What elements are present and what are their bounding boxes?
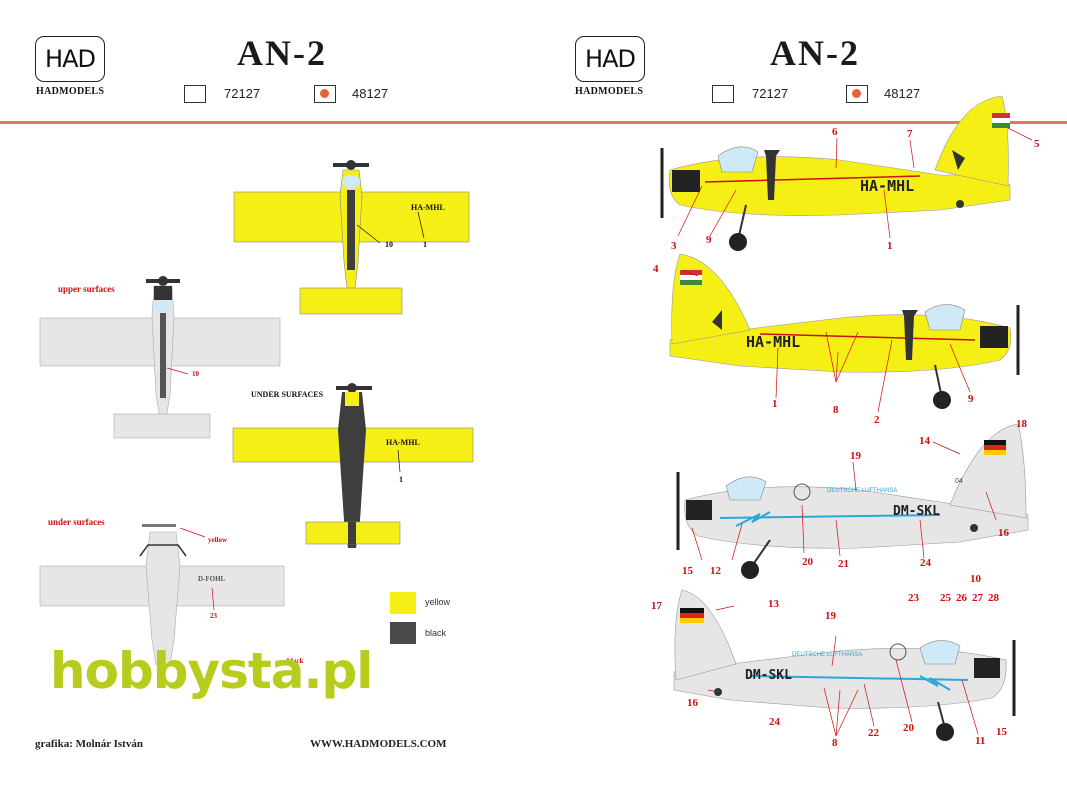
grey-1-reg: DM-SKL [893,504,940,519]
callout-19: 19 [850,450,861,462]
scale-72127-left: 72127 [224,86,261,101]
callout-11: 11 [975,735,986,747]
title-right: AN-2 [770,33,860,73]
yellow-under-reg: HA-MHL [386,438,420,447]
callout-1: 1 [423,240,427,249]
extra-callout-10: 10 [970,573,981,585]
extra-callout-27: 27 [972,592,983,604]
checkbox-72127-right[interactable] [712,85,734,103]
grey-side-view-2 [673,589,1016,741]
grey-1-small-reg: 04 [955,478,963,485]
callout-2: 2 [874,414,880,426]
grey-1-fuselage-text: DEUTSCHE LUFTHANSA [827,488,898,494]
grey-top-callout: 10 [192,370,199,378]
callout-18: 18 [1016,418,1027,430]
grey-top-view [39,276,281,439]
callout-16: 16 [687,697,698,709]
yellow-top-view [233,160,470,315]
grey-2-fuselage-text: DEUTSCHE LUFTHANSA [792,652,863,658]
callout-leaders [677,127,1033,737]
callout-24: 24 [769,716,780,728]
selected-dot-icon [852,89,861,98]
yellow-under-view [232,383,474,548]
callout-20: 20 [903,722,914,734]
logo-text: HAD [45,45,96,73]
callout-8: 8 [832,737,838,749]
brand-right: HADMODELS [575,86,644,97]
callout-14: 14 [919,435,930,447]
selected-dot-icon [320,89,329,98]
grey-under-black-note: black [287,657,304,665]
under-surfaces-caps-label: UNDER SURFACES [251,390,324,399]
grey-under-reg: D-FOHL [198,575,226,583]
callout-20: 20 [802,556,813,568]
callout-7: 7 [907,128,913,140]
logo-text: HAD [585,45,636,73]
legend-swatch-black [390,622,416,644]
scale-48127-left: 48127 [352,86,389,101]
yellow-side-view-1 [660,95,1011,251]
checkbox-48127-right[interactable] [846,85,868,103]
callout-9: 9 [706,234,712,246]
watermark: hobbysta.pl [50,642,373,700]
footer-credit: grafika: Molnár István [35,738,143,750]
callout-13: 13 [768,598,779,610]
callout-17: 17 [651,600,662,612]
upper-surfaces-label: upper surfaces [58,284,115,294]
callout-4: 4 [653,263,659,275]
scale-48127-right: 48127 [884,86,921,101]
callout-19: 19 [825,610,836,622]
had-logo-right: HAD [575,36,645,82]
callout-15: 15 [682,565,693,577]
header-divider [0,121,1067,124]
yellow-1-reg: HA-MHL [860,177,915,195]
plan-views-drawing [39,160,474,666]
checkbox-72127-left[interactable] [184,85,206,103]
under-surfaces-label: under surfaces [48,517,105,527]
yellow-side-view-2 [669,253,1020,409]
grey-under-callout: 23 [210,612,217,620]
callout-6: 6 [832,126,838,138]
callout-24: 24 [920,557,931,569]
callout-15: 15 [996,726,1007,738]
grey-under-view [39,524,285,666]
title-left: AN-2 [237,33,327,73]
yellow-2-reg: HA-MHL [746,333,801,351]
side-views-drawing [660,95,1033,741]
extra-callout-28: 28 [988,592,999,604]
extra-callout-25: 25 [940,592,951,604]
yellow-top-reg: HA-MHL [411,203,445,212]
grey-side-view-1 [676,423,1029,579]
callout-1: 1 [887,240,893,252]
legend-label-yellow: yellow [425,597,451,607]
callout-22: 22 [868,727,879,739]
callout-5: 5 [1034,138,1040,150]
legend-label-black: black [425,628,447,638]
scale-72127-right: 72127 [752,86,789,101]
callout-16: 16 [998,527,1009,539]
checkbox-48127-left[interactable] [314,85,336,103]
brand-left: HADMODELS [36,86,105,97]
yellow-under-callout: 1 [399,475,403,484]
footer-url: WWW.HADMODELS.COM [310,738,447,750]
callout-9: 9 [968,393,974,405]
callout-1: 1 [772,398,778,410]
callout-21: 21 [838,558,849,570]
callout-10: 10 [385,240,393,249]
extra-callout-26: 26 [956,592,967,604]
grey-2-reg: DM-SKL [745,668,792,683]
callout-3: 3 [671,240,677,252]
legend-swatch-yellow [390,592,416,614]
callout-8: 8 [833,404,839,416]
had-logo-left: HAD [35,36,105,82]
callout-12: 12 [710,565,721,577]
grey-under-color-note: yellow [208,536,228,544]
extra-callout-23: 23 [908,592,919,604]
